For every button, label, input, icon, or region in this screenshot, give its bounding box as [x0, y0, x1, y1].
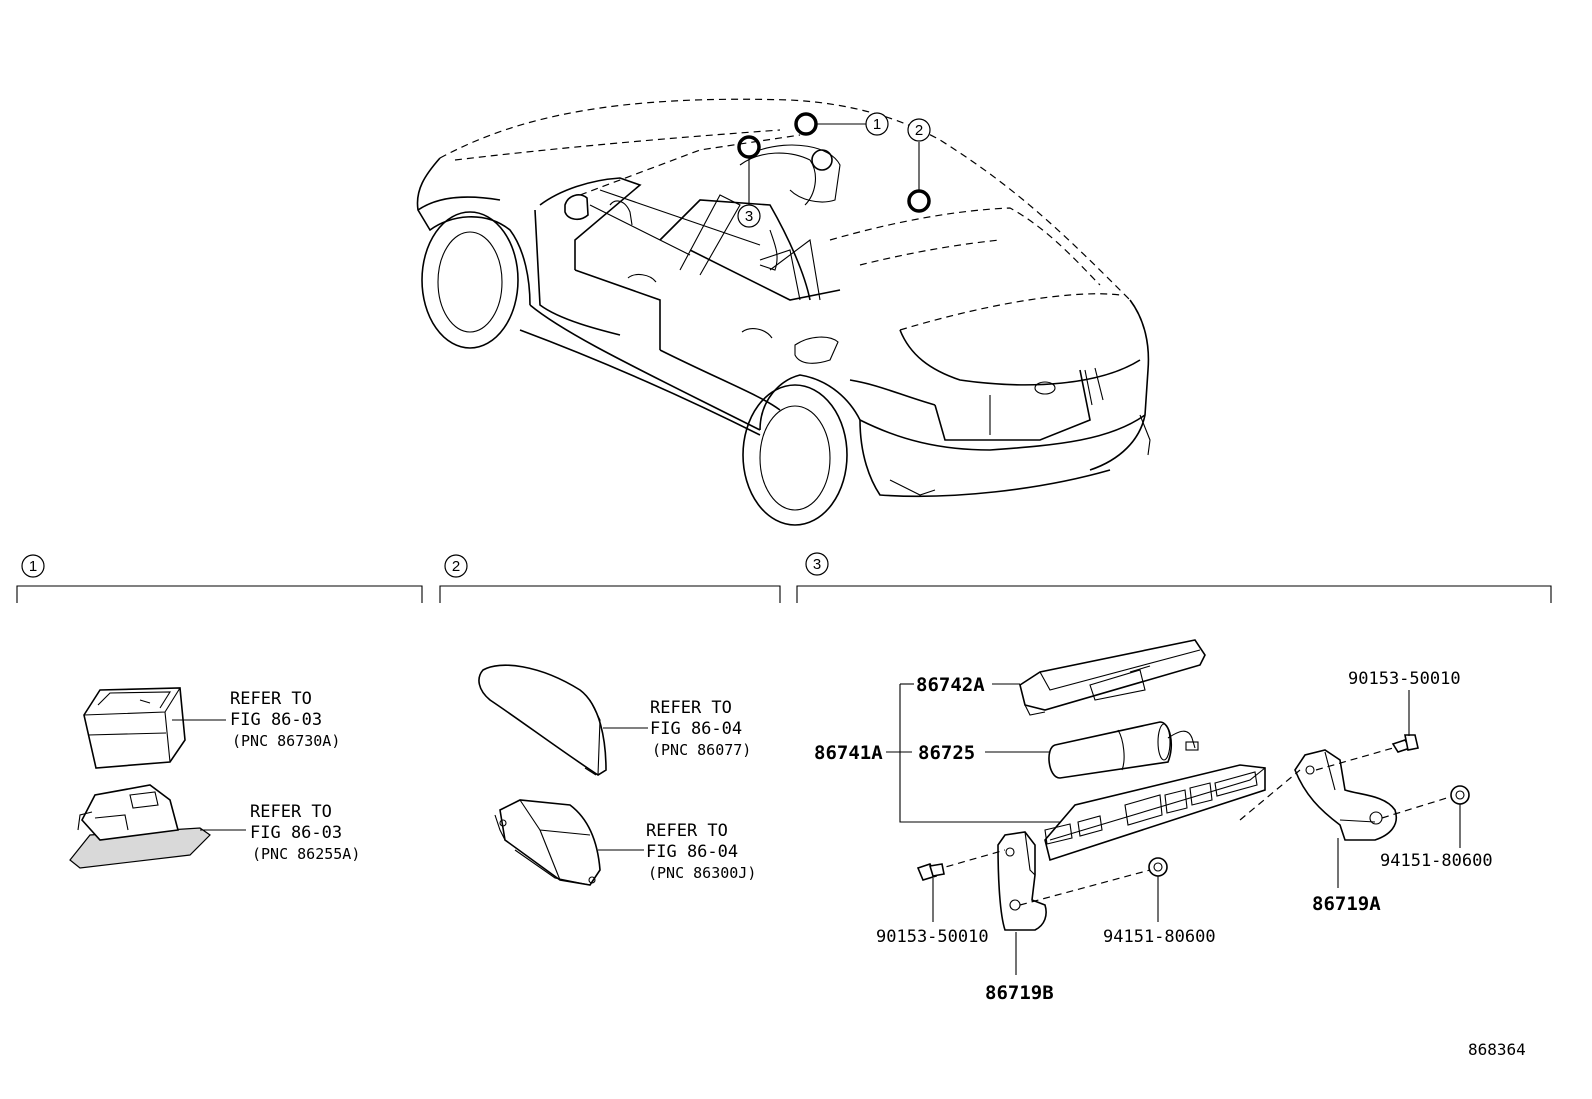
marker-1	[794, 112, 818, 136]
antenna-cover-86077-drawing	[478, 664, 607, 776]
nut-right-drawing	[1450, 785, 1470, 805]
part-86725-label: 86725	[918, 742, 975, 764]
section1-ref-b-line2: FIG 86-03	[250, 823, 342, 843]
section2-ref-a-line1: REFER TO	[650, 698, 732, 718]
main-unit-drawing	[1044, 764, 1266, 862]
part-90153-top-label: 90153-50010	[1348, 669, 1461, 689]
section-2-parts: REFER TO FIG 86-04 (PNC 86077) REFER TO …	[478, 664, 756, 886]
marker-3	[737, 135, 761, 159]
bracket-86719B-drawing	[997, 831, 1047, 931]
section1-ref-a-line2: FIG 86-03	[230, 710, 322, 730]
part-86719B-label: 86719B	[985, 982, 1054, 1004]
section2-ref-a-line2: FIG 86-04	[650, 719, 742, 739]
section-1-parts: REFER TO FIG 86-03 (PNC 86730A) REFER TO…	[69, 687, 360, 869]
car-markers: 1 2 3	[737, 112, 931, 228]
section1-ref-a-line3: (PNC 86730A)	[232, 732, 340, 750]
part-94151-bottom-label: 94151-80600	[1103, 927, 1216, 947]
section-3-parts: 86742A 86725 86741A	[814, 639, 1493, 1004]
section2-ref-b-line2: FIG 86-04	[646, 842, 738, 862]
section-2-number: 2	[452, 558, 460, 575]
figure-id: 868364	[1468, 1040, 1526, 1059]
part-86719A-label: 86719A	[1312, 893, 1381, 915]
section-1-number: 1	[29, 558, 37, 575]
callout-3-label: 3	[745, 208, 753, 225]
cylinder-86725-drawing	[1048, 721, 1199, 779]
antenna-base-86300J-drawing	[494, 799, 601, 886]
part-90153-bottom-label: 90153-50010	[876, 927, 989, 947]
nut-bottom-drawing	[1148, 857, 1168, 877]
bracket-86719A-drawing	[1294, 749, 1397, 841]
bolt-bottom-drawing	[916, 863, 945, 881]
part-86741A-label: 86741A	[814, 742, 883, 764]
module-86730A-drawing	[83, 687, 186, 769]
vehicle-illustration	[416, 98, 1151, 526]
bolt-top-drawing	[1391, 734, 1419, 753]
section2-ref-a-line3: (PNC 86077)	[652, 741, 751, 759]
part-86742A-label: 86742A	[916, 674, 985, 696]
section-headers: 1 2 3	[16, 552, 1552, 603]
section1-ref-b-line1: REFER TO	[250, 802, 332, 822]
callout-circle-1	[865, 112, 889, 136]
board-86742A-drawing	[1019, 639, 1206, 716]
callout-1-label: 1	[873, 116, 881, 133]
marker-2	[907, 189, 931, 213]
callout-circle-2	[907, 118, 931, 142]
section-3-number: 3	[813, 556, 821, 573]
section2-ref-b-line1: REFER TO	[646, 821, 728, 841]
section1-ref-a-line1: REFER TO	[230, 689, 312, 709]
section2-ref-b-line3: (PNC 86300J)	[648, 864, 756, 882]
part-94151-right-label: 94151-80600	[1380, 851, 1493, 871]
callout-2-label: 2	[915, 122, 923, 139]
section1-ref-b-line3: (PNC 86255A)	[252, 845, 360, 863]
module-86255A-drawing	[69, 784, 211, 869]
callout-circle-3	[737, 204, 761, 228]
